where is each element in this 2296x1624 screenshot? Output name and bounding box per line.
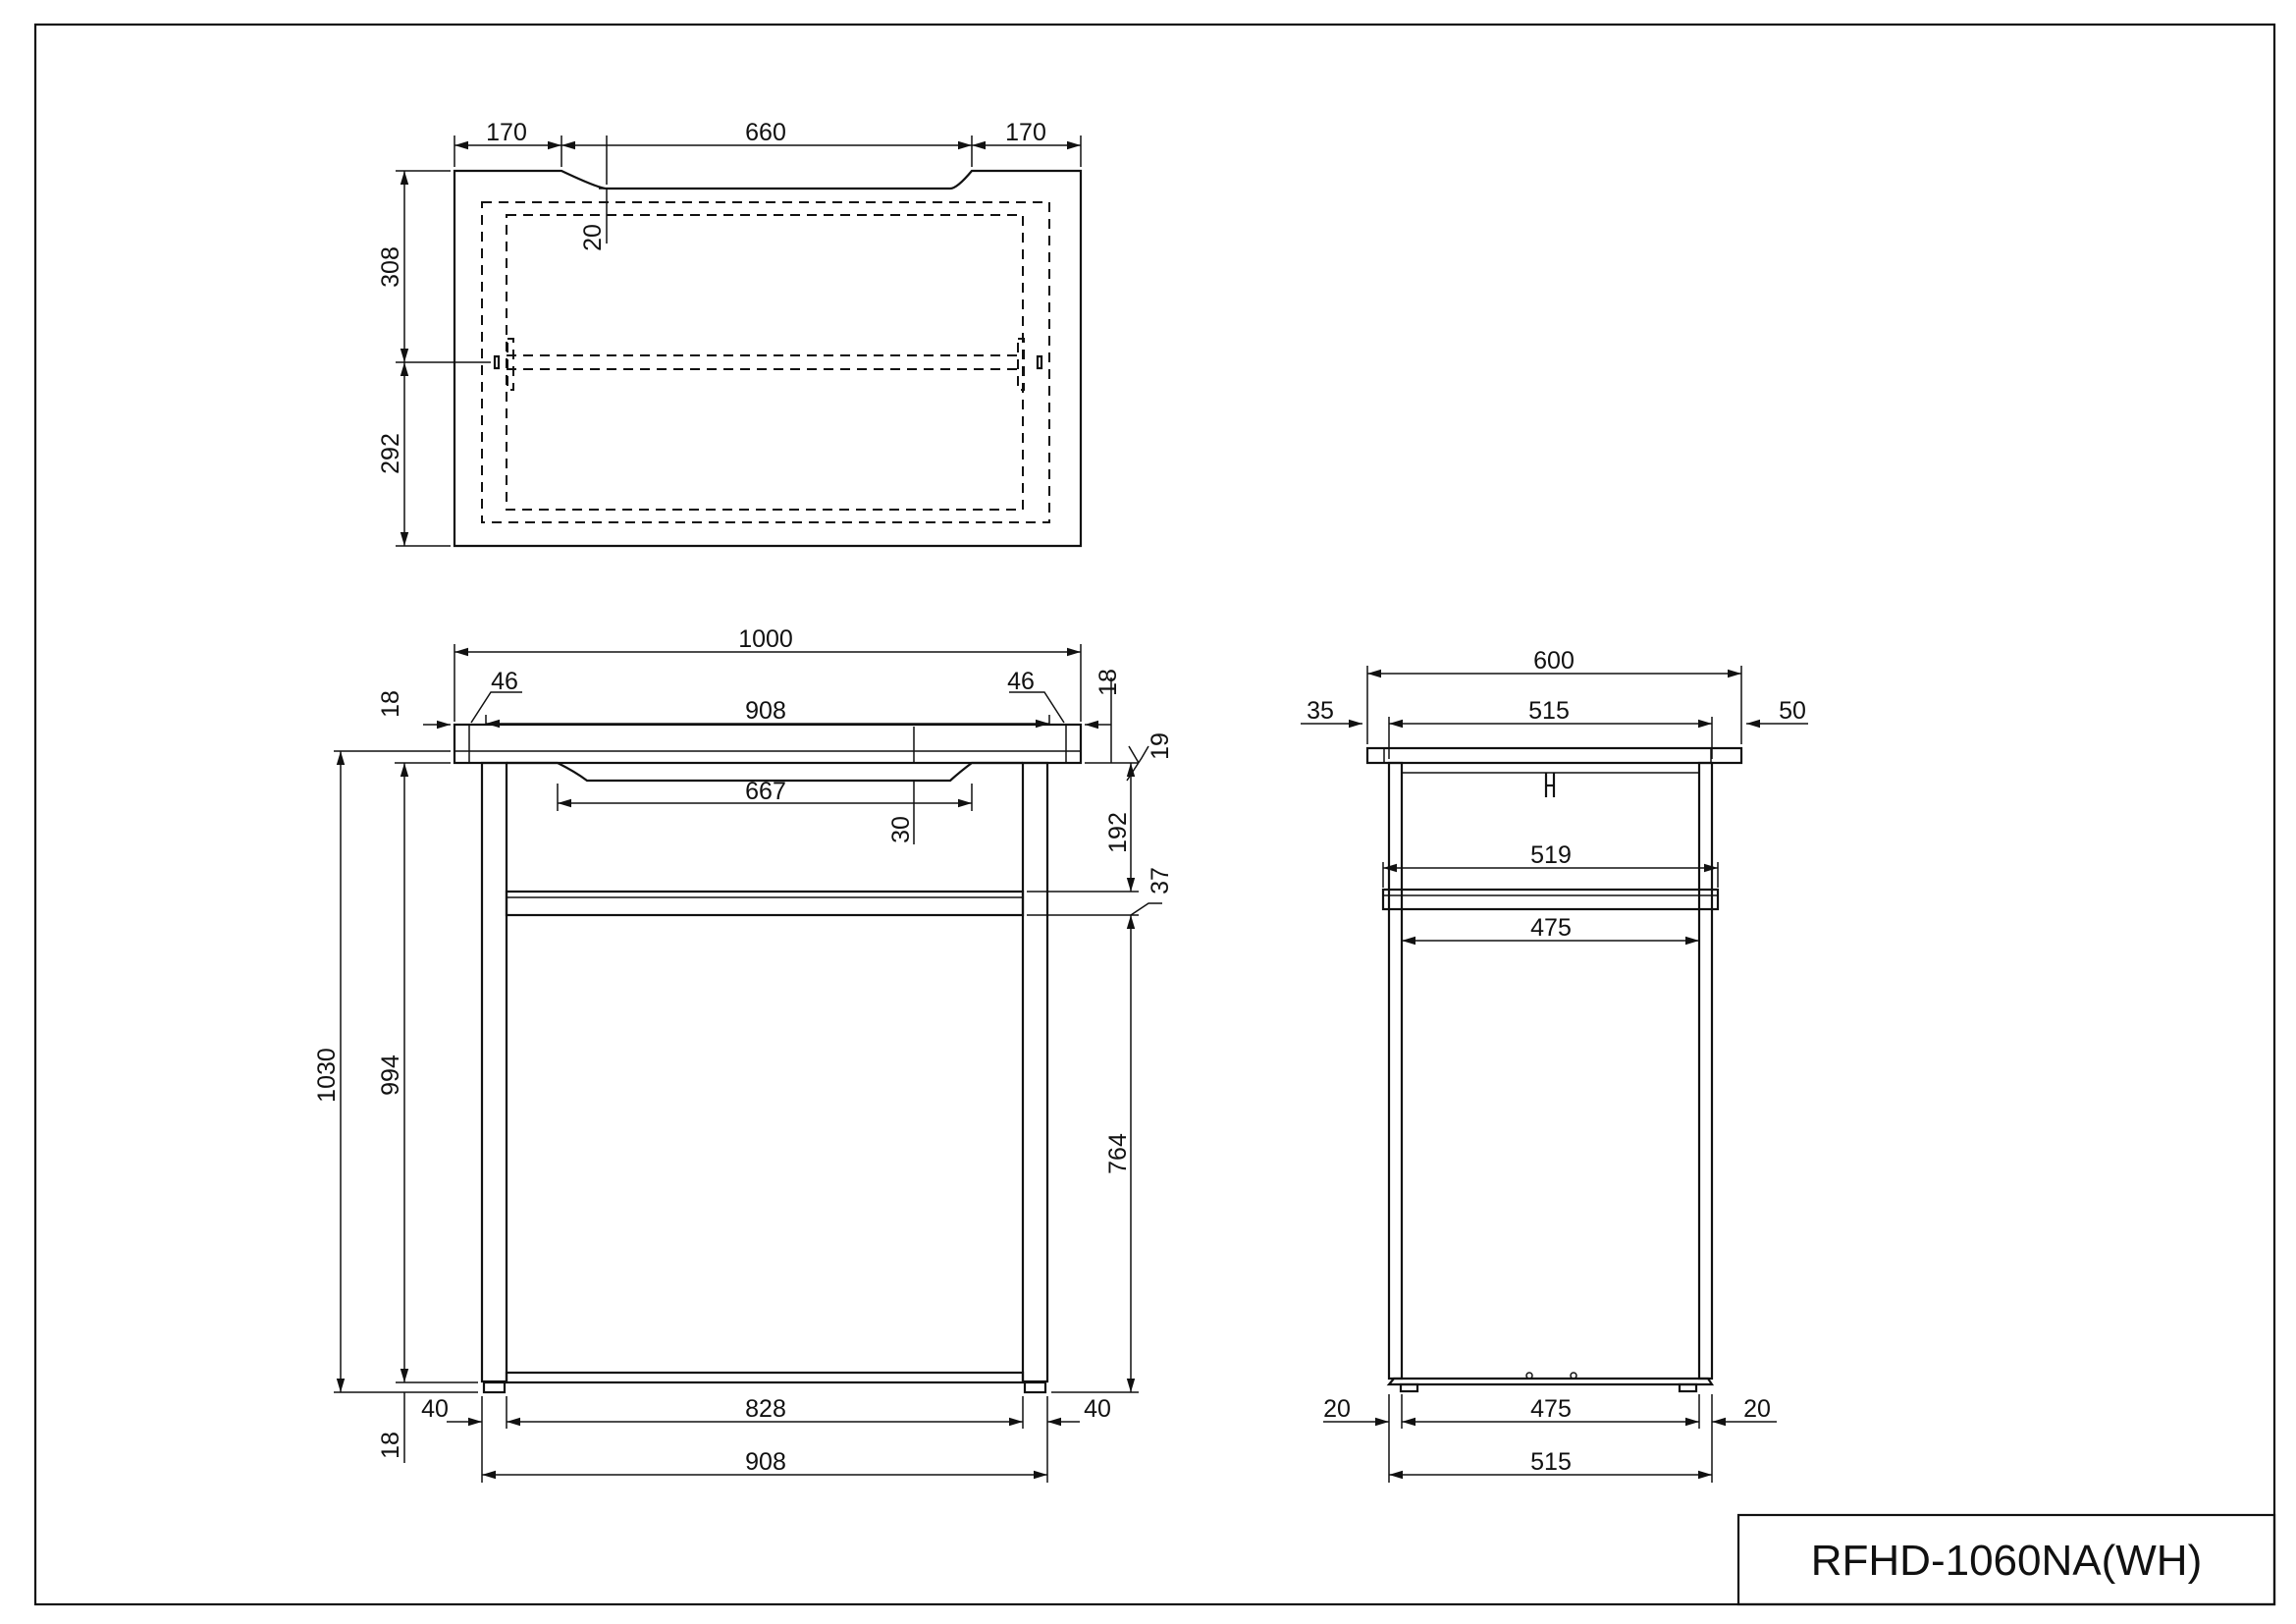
front-shelf xyxy=(505,890,1025,917)
dim-side-overhang-front: 35 xyxy=(1307,697,1334,725)
dim-front-cutout-depth: 30 xyxy=(887,816,915,843)
top-view-bracket-left xyxy=(507,338,514,391)
dim-side-shelf-inner: 475 xyxy=(1530,914,1572,942)
dim-front-overall-height: 1030 xyxy=(313,1048,341,1103)
dim-top-notch-depth: 20 xyxy=(579,224,607,251)
dim-side-overhang-back: 50 xyxy=(1779,697,1806,725)
top-view-fixing-right xyxy=(1036,354,1043,370)
front-foot-left xyxy=(482,1380,507,1394)
dim-front-base-width: 908 xyxy=(745,1448,786,1476)
dim-front-lower-height: 764 xyxy=(1104,1133,1132,1174)
dim-front-overall-width: 1000 xyxy=(738,625,793,653)
drawing-border xyxy=(33,23,2276,1606)
top-view: 170 660 170 20 308 292 xyxy=(377,119,1083,548)
dim-side-foot-right: 20 xyxy=(1743,1395,1771,1423)
model-number: RFHD-1060NA(WH) xyxy=(1811,1537,2202,1585)
dim-top-width-right: 170 xyxy=(1005,119,1046,146)
dim-top-width-middle: 660 xyxy=(745,119,786,146)
top-view-frame-inner xyxy=(506,214,1024,511)
top-view-outline xyxy=(453,169,1083,548)
dim-front-shelf-thickness: 37 xyxy=(1147,867,1174,894)
side-tabletop xyxy=(1365,746,1743,765)
dim-front-foot-height: 18 xyxy=(377,1432,404,1459)
dim-side-base-inner: 475 xyxy=(1530,1395,1572,1423)
side-caster-2 xyxy=(1570,1372,1577,1380)
top-view-fixing-left xyxy=(493,354,501,370)
dim-front-top-inner-width: 908 xyxy=(745,697,786,725)
dim-front-leg-height: 994 xyxy=(377,1055,404,1096)
dim-side-frame-depth: 515 xyxy=(1528,697,1570,725)
dim-top-depth-back: 292 xyxy=(377,433,404,474)
side-base-rail xyxy=(1386,1377,1715,1386)
side-shelf xyxy=(1381,888,1720,911)
dim-front-right-top-thickness: 18 xyxy=(1095,669,1122,696)
side-leg-front xyxy=(1387,761,1404,1380)
dim-side-overall-depth: 600 xyxy=(1533,647,1575,675)
dim-top-depth-front: 308 xyxy=(377,246,404,288)
dim-front-inner-span: 828 xyxy=(745,1395,786,1423)
dim-side-foot-left: 20 xyxy=(1323,1395,1351,1423)
dim-front-top-thickness: 18 xyxy=(377,690,404,718)
side-view: 600 35 515 50 519 475 20 475 20 515 xyxy=(1301,647,1808,1483)
front-bottom-rail xyxy=(505,1371,1025,1384)
top-view-frame-outer xyxy=(481,201,1050,523)
dim-front-leg-right: 40 xyxy=(1084,1395,1111,1423)
front-view: 1000 908 46 46 18 18 19 667 30 xyxy=(313,625,1174,1483)
dim-side-shelf-outer: 519 xyxy=(1530,841,1572,869)
dim-front-chamfer-left: 46 xyxy=(491,668,518,695)
side-foot-back xyxy=(1678,1382,1698,1393)
dim-front-leg-left: 40 xyxy=(421,1395,449,1423)
side-foot-front xyxy=(1399,1382,1419,1393)
dim-front-chamfer-right: 46 xyxy=(1007,668,1035,695)
front-tabletop xyxy=(453,723,1083,765)
title-block xyxy=(1736,1513,2276,1606)
front-leg-right xyxy=(1021,761,1049,1383)
side-caster-1 xyxy=(1525,1372,1533,1380)
dim-front-cutout-width: 667 xyxy=(745,778,786,805)
front-leg-left xyxy=(480,761,508,1383)
side-leg-back xyxy=(1697,761,1714,1380)
dim-front-apron-height: 192 xyxy=(1104,812,1132,853)
top-view-bracket-right xyxy=(1017,338,1025,391)
dim-side-base-depth: 515 xyxy=(1530,1448,1572,1476)
front-foot-right xyxy=(1023,1380,1047,1394)
front-apron-cutout xyxy=(507,761,1023,783)
dim-front-apron-gap: 19 xyxy=(1147,732,1174,760)
dim-top-width-left: 170 xyxy=(486,119,527,146)
